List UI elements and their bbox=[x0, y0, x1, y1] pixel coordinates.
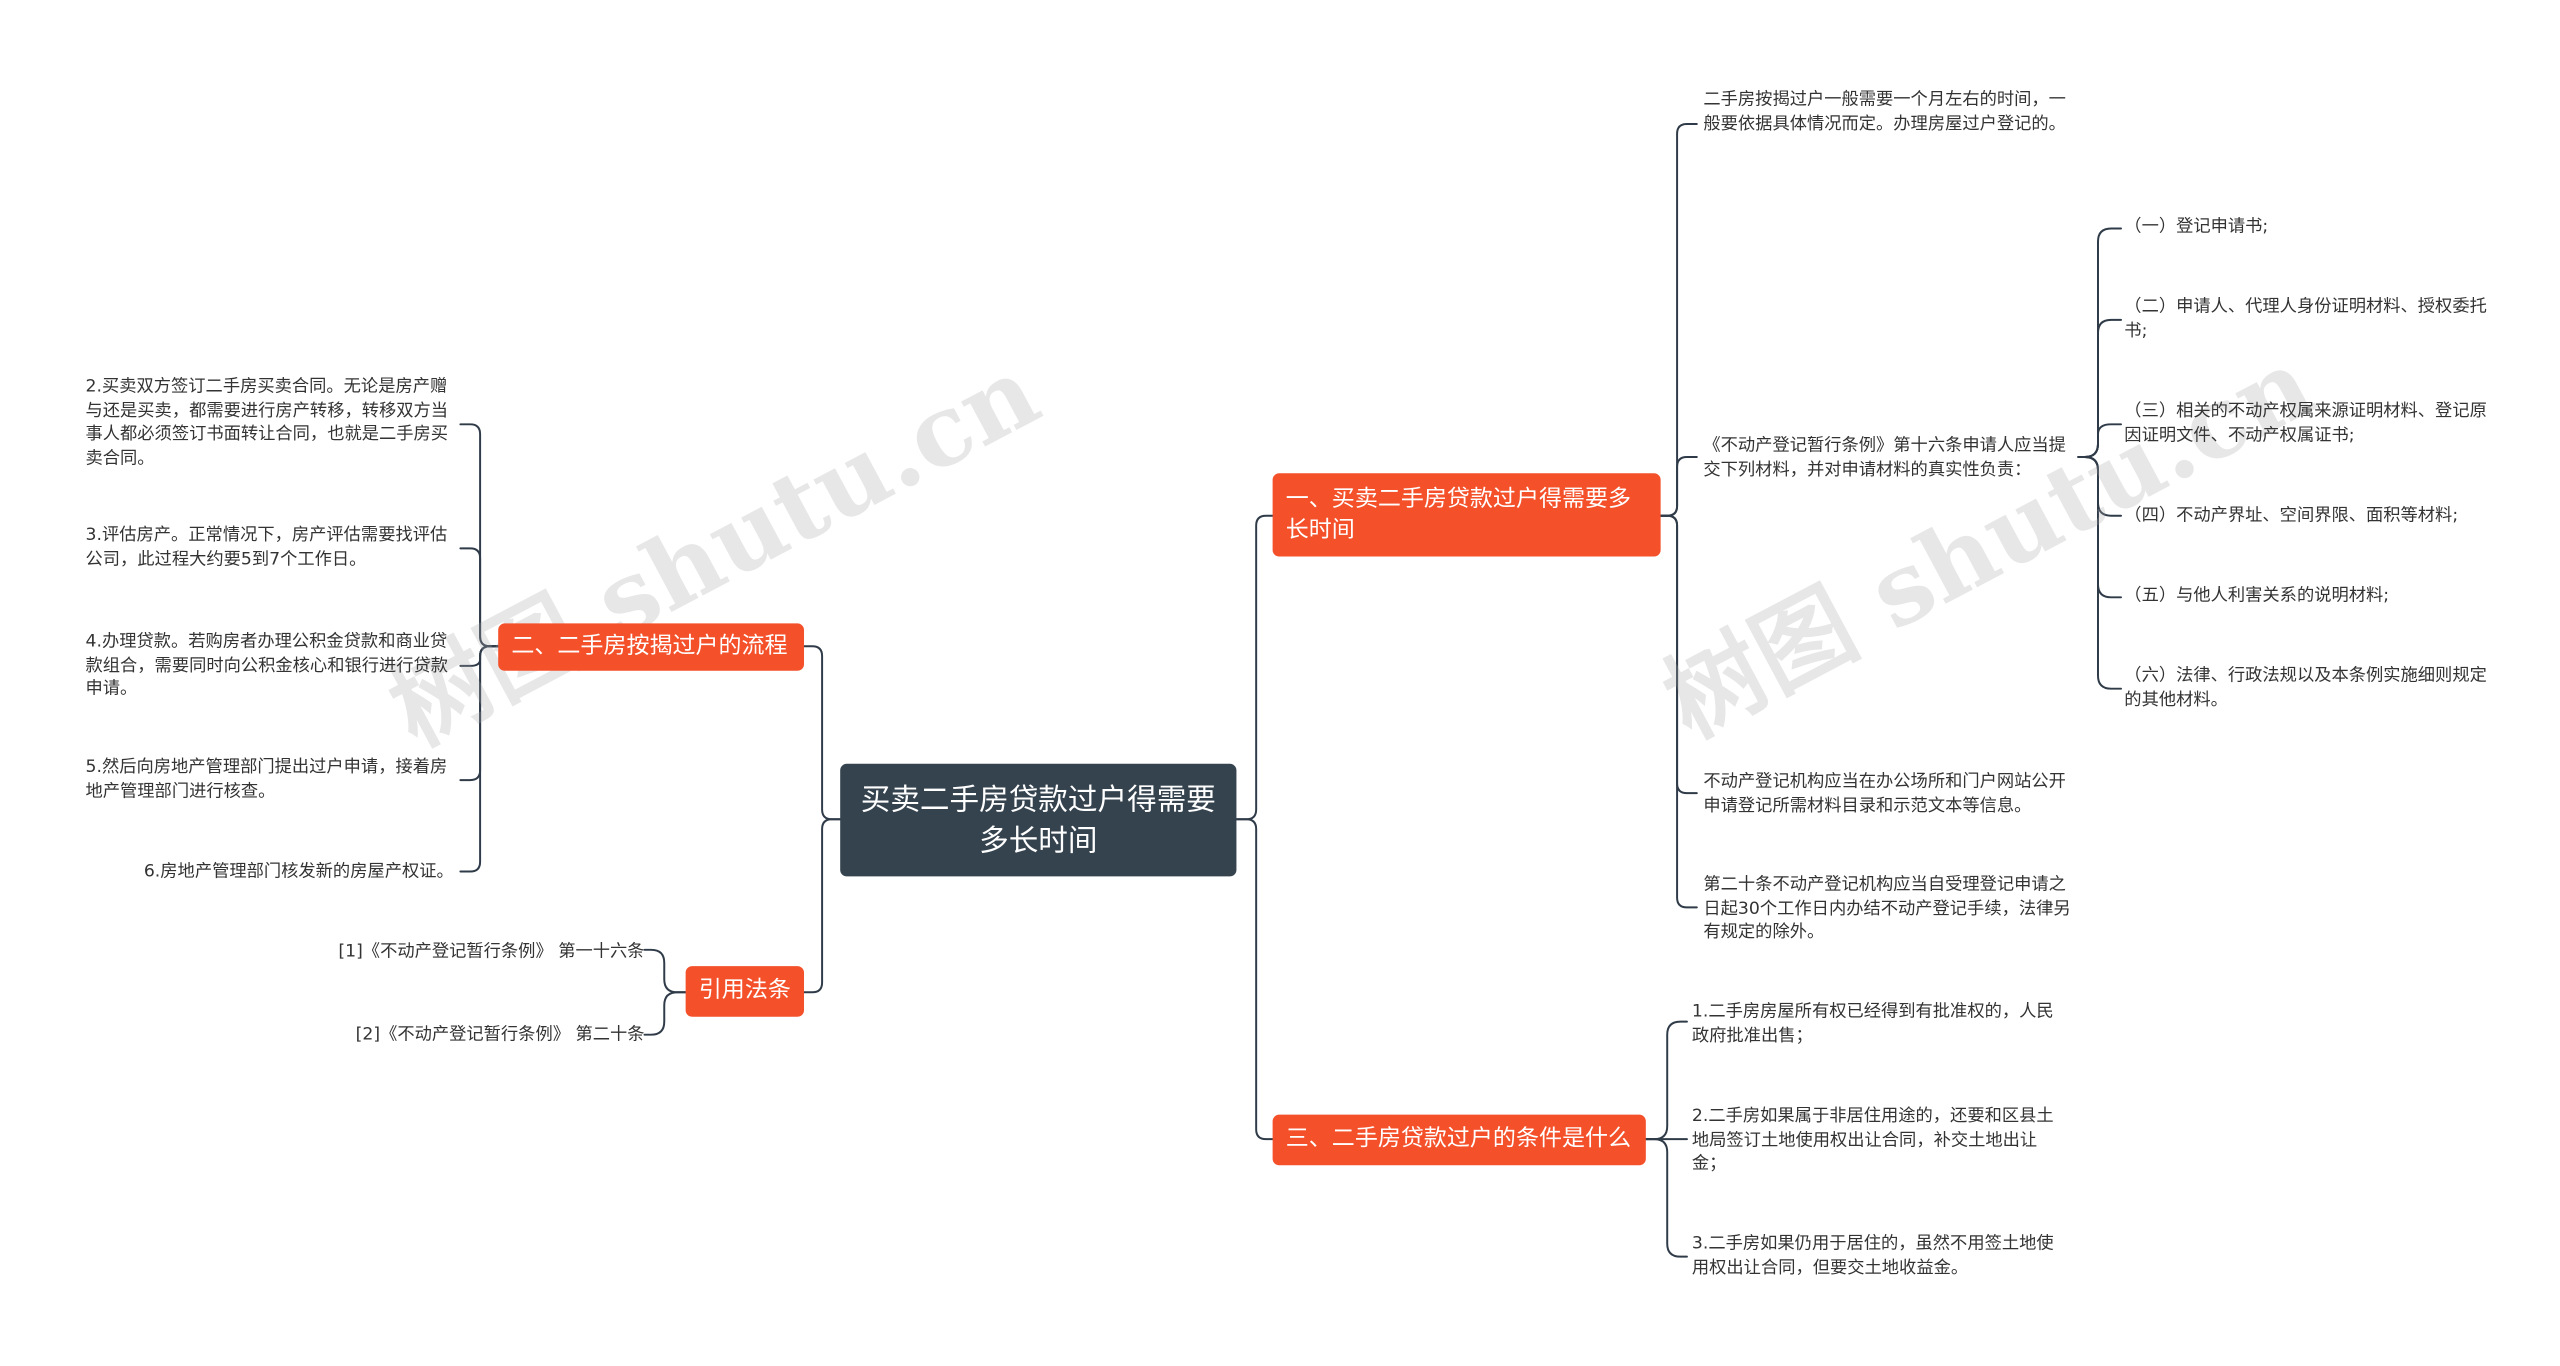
leaf-condition-item: 2.二手房如果属于非居住用途的，还要和区县土地局签订土地使用权出让合同，补交土地… bbox=[1691, 1106, 2054, 1174]
leaf-material-item: （一）登记申请书; bbox=[2124, 217, 2269, 237]
connector-b1-intro bbox=[1659, 455, 1698, 517]
leaf-condition-item: 1.二手房房屋所有权已经得到有批准权的，人民政府批准出售； bbox=[1691, 1002, 2054, 1046]
leaf-process-step: 3.评估房产。正常情况下，房产评估需要找评估公司，此过程大约要5到7个工作日。 bbox=[85, 525, 448, 569]
leaf-process-step: 6.房地产管理部门核发新的房屋产权证。 bbox=[143, 861, 454, 882]
branch-topic-conditions[interactable]: 三、二手房贷款过户的条件是什么 bbox=[1272, 1114, 1646, 1166]
root-topic[interactable]: 买卖二手房贷款过户得需要多长时间 bbox=[840, 763, 1237, 877]
connector-mat-3 bbox=[2077, 423, 2123, 458]
connector-b2-3 bbox=[459, 547, 500, 648]
leaf-process-step: 4.办理贷款。若购房者办理公积金贷款和商业贷款组合，需要同时向公积金核心和银行进… bbox=[85, 631, 449, 699]
connector-b1-public bbox=[1659, 514, 1698, 795]
connector-root-b4 bbox=[803, 818, 842, 994]
connector-mat-6 bbox=[2077, 455, 2123, 690]
leaf-condition-item: 3.二手房如果仍用于居住的，虽然不用签土地使用权出让合同，但要交土地收益金。 bbox=[1691, 1233, 2054, 1278]
connector-mat-2 bbox=[2077, 318, 2123, 458]
leaf-law-citation: [2]《不动产登记暂行条例》 第二十条 bbox=[355, 1024, 645, 1045]
leaf-time-duration: 二手房按揭过户一般需要一个月左右的时间，一般要依据具体情况而定。办理房屋过户登记… bbox=[1703, 89, 2066, 134]
leaf-material-item: （二）申请人、代理人身份证明材料、授权委托书; bbox=[2124, 297, 2487, 341]
branch-topic-time[interactable]: 一、买卖二手房贷款过户得需要多长时间 bbox=[1272, 473, 1661, 557]
connector-root-b1 bbox=[1235, 514, 1274, 821]
connector-b2-6 bbox=[459, 645, 500, 873]
leaf-material-item: （三）相关的不动产权属来源证明材料、登记原因证明文件、不动产权属证书; bbox=[2124, 401, 2487, 445]
leaf-material-item: （五）与他人利害关系的说明材料; bbox=[2124, 585, 2390, 606]
leaf-material-item: （四）不动产界址、空间界限、面积等材料; bbox=[2124, 505, 2459, 526]
connector-root-b3 bbox=[1235, 818, 1274, 1141]
connector-mat-1 bbox=[2077, 227, 2123, 458]
connector-b3-3 bbox=[1644, 1138, 1688, 1258]
connector-mat-4 bbox=[2077, 455, 2123, 517]
connector-mat-5 bbox=[2077, 455, 2123, 599]
branch-topic-process[interactable]: 二、二手房按揭过户的流程 bbox=[498, 623, 805, 671]
leaf-article-20: 第二十条不动产登记机构应当自受理登记申请之日起30个工作日内办结不动产登记手续，… bbox=[1703, 874, 2071, 942]
leaf-law-citation: [1]《不动产登记暂行条例》 第一十六条 bbox=[338, 941, 645, 962]
connector-b1-art20 bbox=[1659, 514, 1698, 909]
connector-b4-1 bbox=[643, 948, 687, 994]
leaf-materials-intro: 《不动产登记暂行条例》第十六条申请人应当提交下列材料，并对申请材料的真实性负责： bbox=[1703, 435, 2066, 479]
leaf-process-step: 2.买卖双方签订二手房买卖合同。无论是房产赠与还是买卖，都需要进行房产转移，转移… bbox=[85, 376, 449, 468]
connector-root-b2 bbox=[803, 645, 842, 821]
leaf-public-info: 不动产登记机构应当在办公场所和门户网站公开申请登记所需材料目录和示范文本等信息。 bbox=[1703, 771, 2066, 816]
connector-b4-2 bbox=[643, 991, 687, 1036]
branch-topic-law-citations[interactable]: 引用法条 bbox=[685, 966, 805, 1017]
leaf-process-step: 5.然后向房地产管理部门提出过户申请，接着房地产管理部门进行核查。 bbox=[85, 757, 448, 801]
connector-b3-1 bbox=[1644, 1020, 1688, 1141]
leaf-material-item: （六）法律、行政法规以及本条例实施细则规定的其他材料。 bbox=[2124, 665, 2487, 710]
